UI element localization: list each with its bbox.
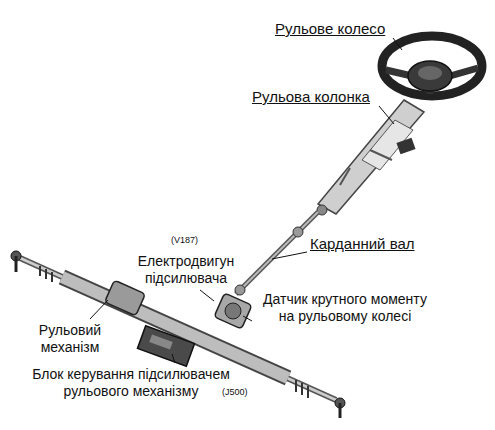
power-assist-unit [105,280,252,366]
steering-rack [11,251,345,418]
cardan-shaft [235,212,318,295]
part-label: Блок керування підсилювачем рульового ме… [26,366,236,400]
part-label: Рульова колонка [252,88,380,105]
part-label: Датчик крутного моменту на рульовому кол… [254,291,436,325]
part-label: Карданний вал [310,235,425,252]
part-label: Рульовий механізм [28,322,112,356]
part-label: Електродвигун підсилювача [126,253,246,287]
part-label: Рульове колесо [275,20,393,37]
steering-column [317,100,424,215]
steering-wheel [382,36,482,96]
part-label: (J500) [222,386,262,398]
part-label: (V187) [171,234,211,246]
